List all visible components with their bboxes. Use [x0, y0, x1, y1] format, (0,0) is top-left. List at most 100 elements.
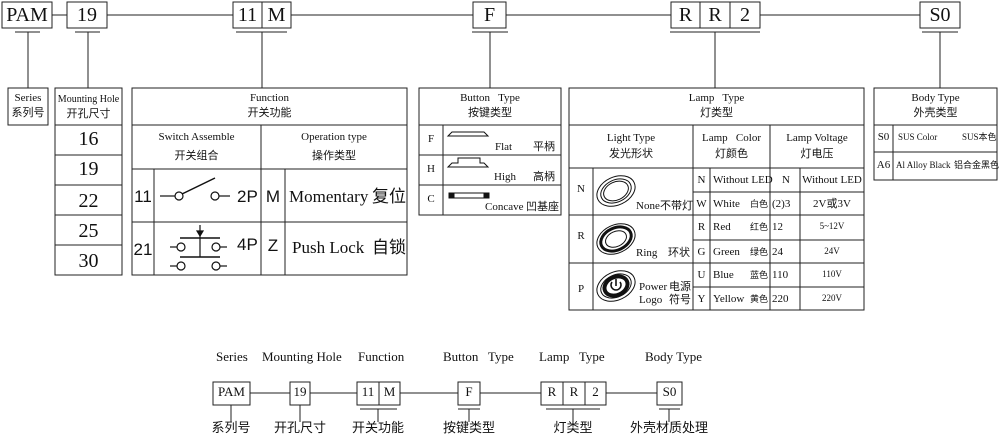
- operation-label: Push Lock: [292, 238, 365, 257]
- summary-code-color: R: [569, 384, 579, 399]
- no-light-lamp-icon: [596, 175, 636, 207]
- button-label-cn: 高柄: [533, 171, 555, 183]
- summary-label: Function: [358, 349, 405, 364]
- lamp-icons: [596, 175, 636, 302]
- lamp-voltage-label: 24V: [824, 246, 840, 256]
- switch-assemble-title: Switch Assemble: [158, 131, 235, 143]
- lamp-voltage-label: 5~12V: [819, 221, 845, 231]
- light-label: Power: [639, 281, 668, 293]
- lamp-voltage-label: 220V: [822, 293, 842, 303]
- operation-label: Momentary: [289, 187, 369, 206]
- light-label: None: [636, 200, 660, 212]
- function-title-cn: 开关功能: [247, 107, 292, 119]
- summary-code-button: F: [465, 384, 473, 399]
- lamp-type-title-cn: 灯类型: [700, 107, 733, 119]
- code-hole: 19: [77, 4, 97, 26]
- button-label-cn: 平柄: [533, 141, 555, 153]
- summary-label-cn: 按键类型: [442, 420, 495, 435]
- summary-label-cn: 系列号: [211, 420, 251, 435]
- lamp-voltage-title: Lamp Voltage: [786, 132, 848, 144]
- code-voltage: 2: [740, 4, 750, 26]
- light-label-cn: 符号: [669, 294, 691, 306]
- mounting-hole-title: Mounting Hole: [57, 94, 120, 105]
- body-type-title: Body Type: [911, 92, 960, 104]
- light-code: P: [577, 283, 585, 295]
- lamp-color-code: W: [696, 198, 707, 210]
- operation-code: Z: [267, 236, 279, 255]
- button-type-title-cn: 按键类型: [468, 107, 512, 119]
- summary-code-body: S0: [662, 384, 677, 399]
- code-button: F: [483, 4, 496, 26]
- mounting-hole-title-cn: 开孔尺寸: [66, 108, 111, 120]
- lamp-voltage-label: 110V: [822, 269, 842, 279]
- body-type-title-cn: 外壳类型: [913, 107, 958, 119]
- lamp-color-label-cn: 蓝色: [750, 270, 769, 280]
- lamp-color-code: N: [697, 174, 706, 186]
- summary-label: Series: [216, 349, 248, 364]
- series-title: Series: [14, 92, 42, 104]
- lamp-voltage-code: 110: [772, 269, 789, 281]
- lamp-color-code: G: [697, 246, 706, 258]
- lamp-color-label: Without LED: [713, 174, 773, 186]
- lamp-voltage-title-cn: 灯电压: [800, 148, 834, 160]
- lamp-color-label: Red: [713, 221, 731, 233]
- hole-option: 19: [78, 158, 99, 180]
- operation-label-cn: 自锁: [372, 238, 406, 257]
- hole-option: 25: [78, 220, 99, 242]
- ring-lamp-icon: [596, 223, 636, 255]
- lamp-voltage-code: 220: [772, 293, 789, 305]
- body-code: S0: [877, 131, 890, 143]
- code-series: PAM: [6, 4, 48, 26]
- button-label: Concave: [485, 201, 524, 213]
- series-title-cn: 系列号: [11, 107, 45, 119]
- lamp-color-code: R: [697, 221, 706, 233]
- function-title: Function: [249, 92, 290, 104]
- lamp-voltage-code: (2)3: [772, 198, 791, 210]
- summary-label: Button Type: [443, 349, 514, 364]
- lamp-color-label-cn: 白色: [750, 199, 769, 209]
- lamp-color-code: U: [697, 269, 706, 281]
- flat-button-icon: [446, 131, 490, 137]
- summary-label: Body Type: [645, 349, 702, 364]
- button-shape-icons: [446, 131, 490, 199]
- button-type-title: Button Type: [460, 92, 520, 104]
- hole-option: 22: [78, 190, 99, 212]
- summary-label-cn: 外壳材质处理: [629, 420, 708, 435]
- light-label-cn: 环状: [668, 247, 690, 259]
- light-label-cn: 电源: [669, 281, 691, 293]
- summary-label-cn: 开孔尺寸: [273, 420, 326, 435]
- summary-code-series: PAM: [218, 384, 245, 399]
- code-color: R: [708, 4, 722, 26]
- lamp-type-title: Lamp Type: [688, 92, 745, 104]
- operation-type-title: Operation type: [301, 131, 367, 143]
- lamp-color-label: Yellow: [713, 293, 745, 305]
- body-label: SUS Color: [898, 132, 938, 142]
- lamp-color-code: Y: [697, 293, 706, 305]
- lamp-color-label-cn: 绿色: [750, 247, 769, 257]
- lamp-color-label: White: [713, 198, 740, 210]
- light-code: N: [577, 183, 585, 195]
- body-label-cn: SUS本色: [962, 132, 997, 142]
- body-label-cn: 铝合金黑色: [954, 160, 1000, 170]
- button-code: H: [427, 163, 435, 175]
- switch-2p-symbol-icon: [160, 177, 230, 271]
- lamp-color-label: Green: [713, 246, 740, 258]
- button-label: Flat: [495, 141, 513, 153]
- lamp-color-label-cn: 红色: [750, 222, 769, 232]
- button-code: F: [427, 133, 435, 145]
- switch-code: 21: [133, 240, 153, 259]
- concave-button-icon: [448, 192, 490, 199]
- operation-label-cn: 复位: [372, 187, 406, 206]
- lamp-voltage-code: 12: [772, 221, 783, 233]
- switch-poles: 4P: [237, 235, 258, 254]
- summary-code-switch: 11: [361, 384, 375, 399]
- switch-assemble-title-cn: 开关组合: [174, 150, 219, 162]
- lamp-voltage-code: 24: [772, 246, 783, 258]
- summary-label-cn: 开关功能: [351, 420, 404, 435]
- lamp-color-label: Blue: [713, 269, 734, 281]
- lamp-voltage-code: N: [782, 174, 790, 186]
- light-label: Logo: [639, 294, 663, 306]
- summary-label-cn: 灯类型: [553, 420, 593, 435]
